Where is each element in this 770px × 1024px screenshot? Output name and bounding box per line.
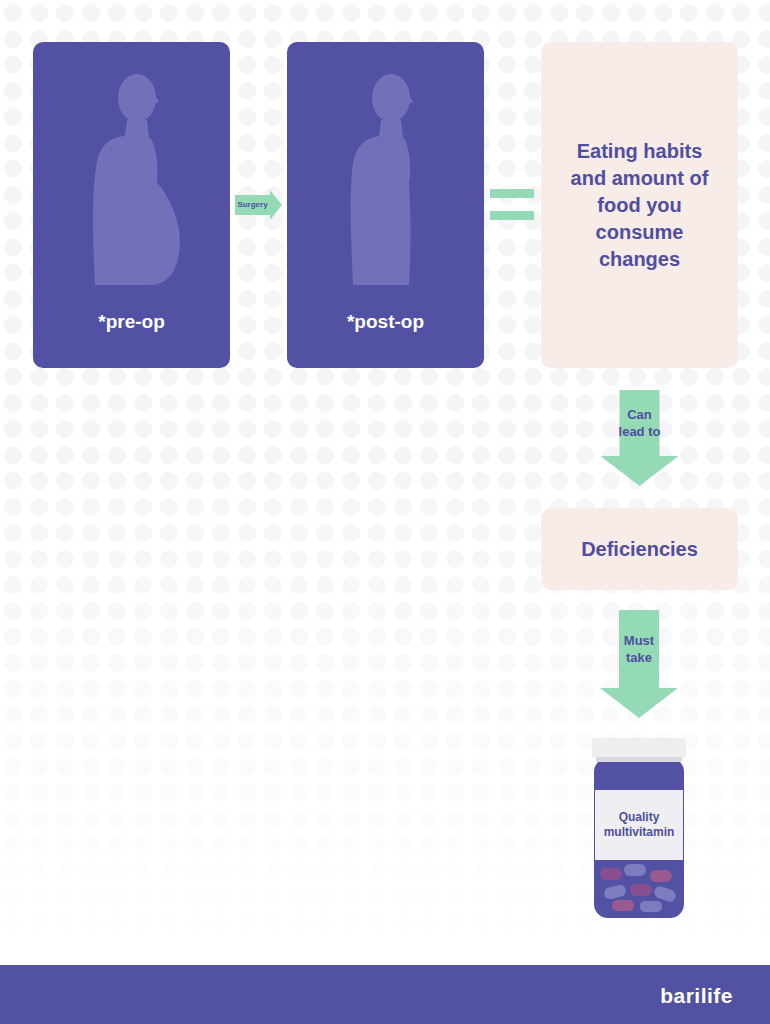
node-text: *post-op <box>347 310 424 334</box>
arrow-label: Can lead to <box>619 406 661 440</box>
process-box: Eating habits and amount of food you con… <box>541 42 738 368</box>
logo-holder: barilife <box>660 984 733 1008</box>
block-arrow <box>600 610 678 718</box>
node-text: Deficiencies <box>581 536 698 562</box>
block-arrow <box>235 190 282 220</box>
footer-band <box>0 965 770 1024</box>
process-box: Deficiencies <box>541 508 738 590</box>
multivitamin-bottle: Quality multivitamin <box>590 738 688 920</box>
arrow-label: Must take <box>618 632 660 666</box>
pre-op-panel: *pre-op <box>33 42 230 368</box>
arrow-label: Surgery <box>236 200 270 210</box>
post-op-silhouette <box>287 42 484 368</box>
bottle-label: Quality multivitamin <box>595 790 683 860</box>
arrow-label-holder: Surgery <box>236 200 270 210</box>
pre-op-silhouette <box>33 42 230 368</box>
node-text: Eating habits and amount of food you con… <box>557 138 722 273</box>
brand-logo: barilife <box>660 984 733 1008</box>
equals-sign <box>490 189 534 220</box>
arrow-label-holder: Can lead to <box>619 406 661 440</box>
node-text: *pre-op <box>98 310 165 334</box>
dot-texture <box>0 0 770 965</box>
pill-bottle <box>590 738 688 920</box>
block-arrow <box>601 390 679 486</box>
post-op-panel: *post-op <box>287 42 484 368</box>
pills <box>600 864 677 912</box>
arrow-label-holder: Must take <box>618 632 660 666</box>
texture-fade <box>0 450 770 965</box>
